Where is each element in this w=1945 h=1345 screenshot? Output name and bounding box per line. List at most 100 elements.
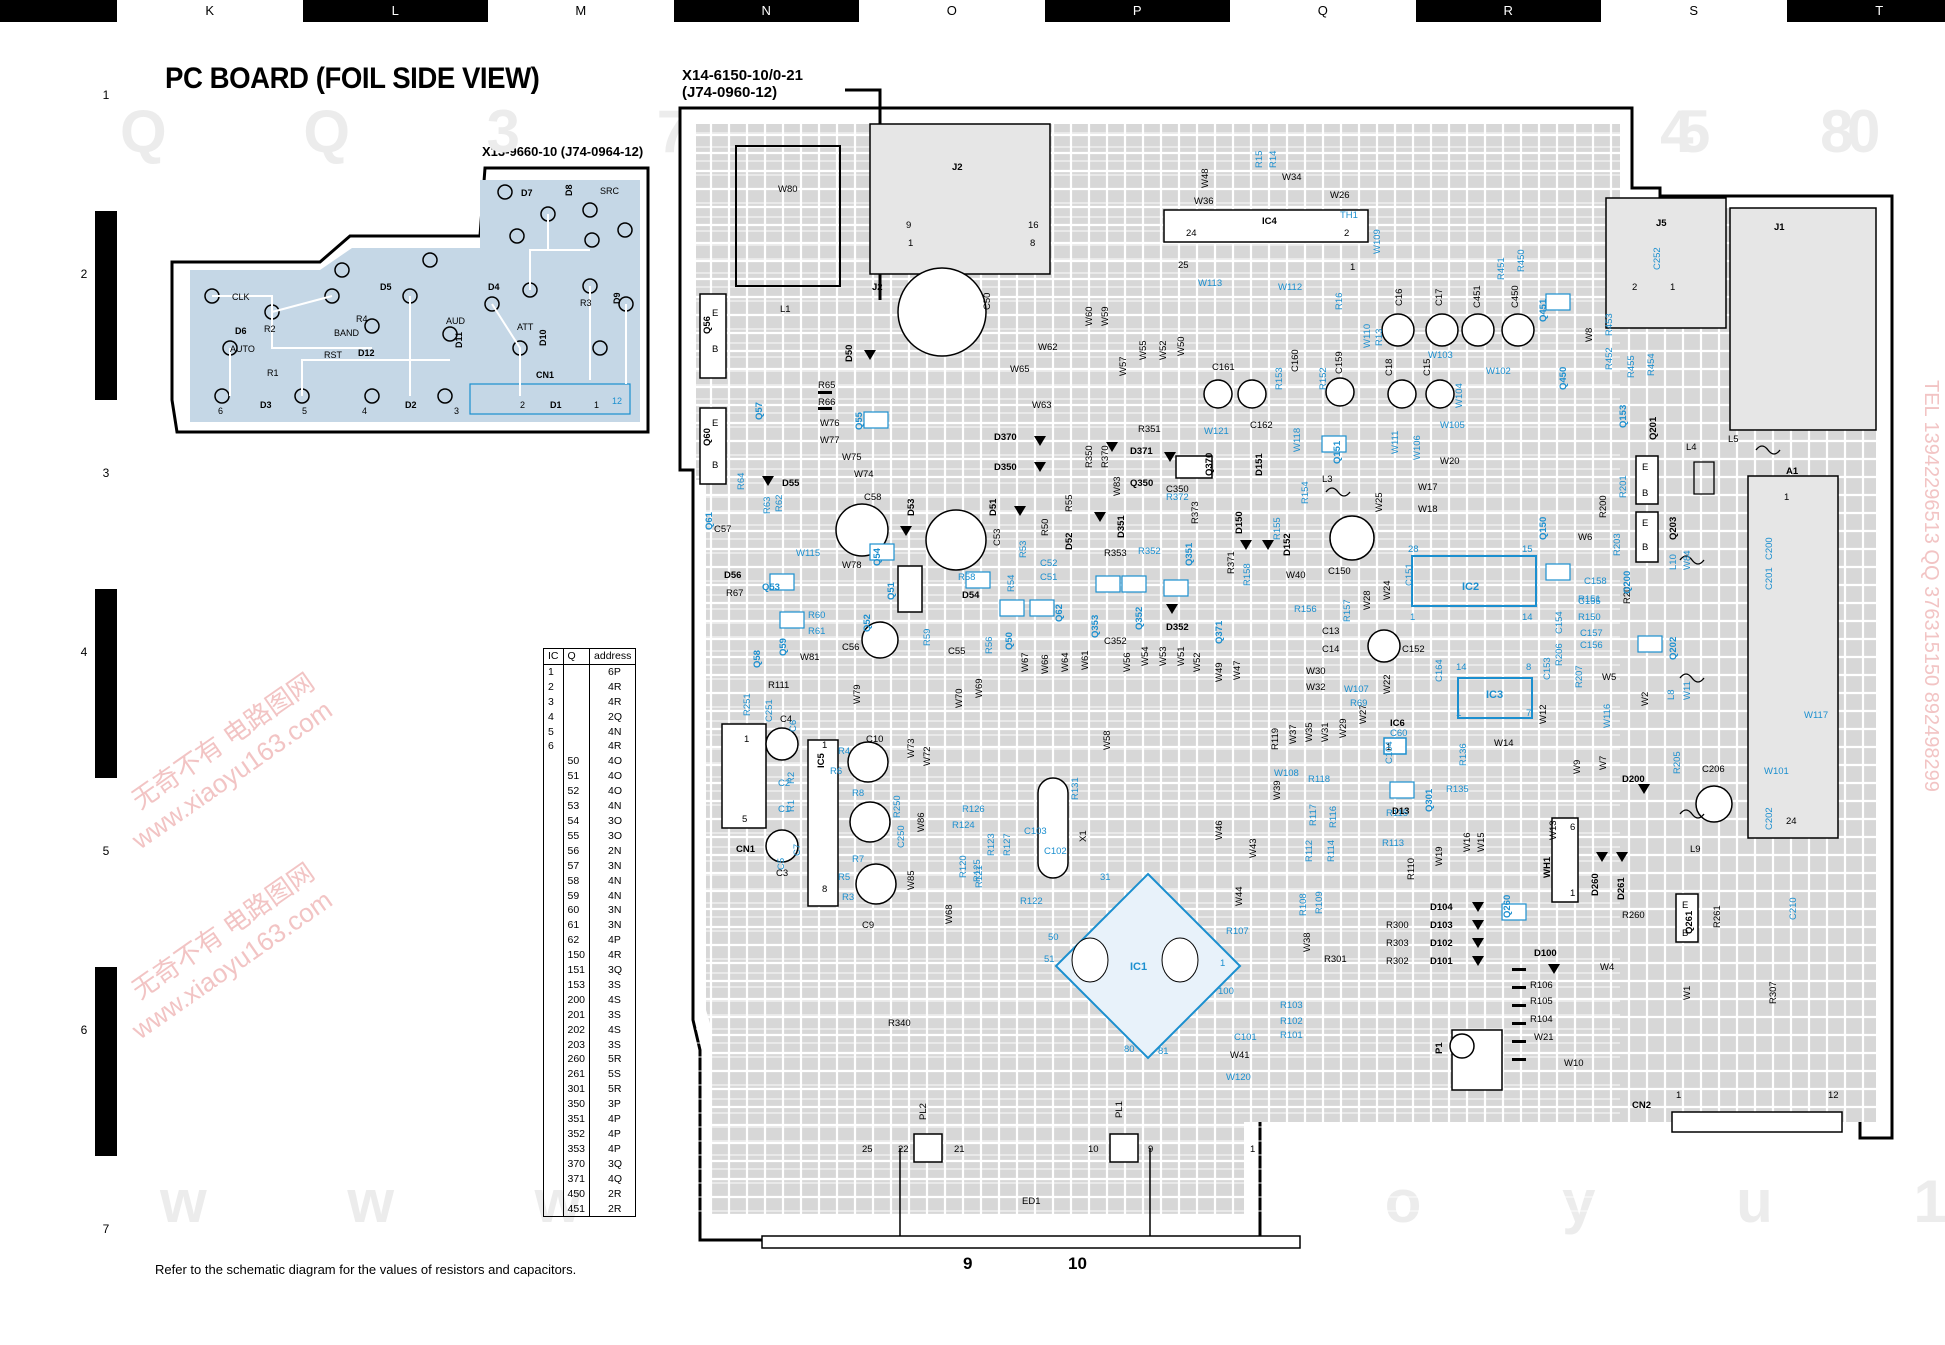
svg-text:D4: D4 bbox=[488, 282, 500, 292]
svg-text:R3: R3 bbox=[842, 892, 854, 903]
svg-text:R353: R353 bbox=[1104, 548, 1127, 559]
svg-text:R127: R127 bbox=[1002, 833, 1013, 856]
svg-text:R122: R122 bbox=[1020, 896, 1043, 907]
svg-text:W38: W38 bbox=[1302, 932, 1313, 952]
footnote: Refer to the schematic diagram for the v… bbox=[155, 1262, 576, 1277]
svg-text:Q352: Q352 bbox=[1134, 607, 1145, 630]
svg-text:Q203: Q203 bbox=[1668, 517, 1679, 540]
table-cell: 2R bbox=[590, 1202, 636, 1217]
svg-text:1: 1 bbox=[1676, 1090, 1681, 1101]
svg-text:4: 4 bbox=[362, 406, 367, 416]
svg-text:R123: R123 bbox=[986, 833, 997, 856]
j1-connector bbox=[1730, 208, 1876, 430]
table-cell: 5R bbox=[590, 1082, 636, 1097]
svg-text:W8: W8 bbox=[1584, 328, 1595, 342]
svg-text:D54: D54 bbox=[962, 590, 980, 601]
svg-text:R15: R15 bbox=[1254, 151, 1265, 168]
svg-text:R5: R5 bbox=[838, 872, 850, 883]
svg-text:R1: R1 bbox=[786, 800, 797, 812]
svg-text:W61: W61 bbox=[1080, 650, 1091, 670]
svg-text:C157: C157 bbox=[1580, 628, 1603, 639]
svg-text:W79: W79 bbox=[852, 684, 863, 704]
svg-text:D3: D3 bbox=[260, 400, 272, 410]
svg-text:C60: C60 bbox=[1390, 728, 1407, 739]
svg-text:C160: C160 bbox=[1290, 349, 1301, 372]
svg-text:D8: D8 bbox=[564, 184, 574, 196]
svg-text:IC1: IC1 bbox=[1130, 961, 1147, 973]
svg-text:W17: W17 bbox=[1418, 482, 1438, 493]
svg-text:5: 5 bbox=[302, 406, 307, 416]
table-cell: 5S bbox=[590, 1067, 636, 1082]
svg-text:BAND: BAND bbox=[334, 328, 360, 338]
table-cell: 2N bbox=[590, 844, 636, 859]
svg-text:R115: R115 bbox=[1386, 808, 1408, 819]
svg-text:W57: W57 bbox=[1118, 356, 1129, 376]
svg-text:W20: W20 bbox=[1440, 456, 1460, 467]
svg-text:C7: C7 bbox=[792, 844, 803, 856]
svg-text:R453: R453 bbox=[1604, 313, 1615, 336]
svg-text:W28: W28 bbox=[1362, 590, 1373, 610]
svg-text:Q301: Q301 bbox=[1424, 788, 1435, 812]
svg-text:W66: W66 bbox=[1040, 654, 1051, 674]
svg-text:Q351: Q351 bbox=[1184, 542, 1195, 566]
svg-text:W1: W1 bbox=[1682, 986, 1693, 1000]
svg-text:R152: R152 bbox=[1318, 367, 1329, 390]
pl2-pad bbox=[914, 1134, 942, 1162]
table-cell: 4O bbox=[590, 784, 636, 799]
svg-text:R112: R112 bbox=[1304, 840, 1315, 862]
table-cell bbox=[544, 1052, 564, 1067]
table-cell: 203 bbox=[563, 1038, 590, 1053]
svg-text:C451: C451 bbox=[1472, 285, 1483, 308]
svg-text:C150: C150 bbox=[1328, 566, 1351, 577]
svg-text:R114: R114 bbox=[1326, 840, 1337, 862]
table-cell: 3P bbox=[590, 1097, 636, 1112]
svg-text:R205: R205 bbox=[1672, 751, 1683, 774]
svg-text:W48: W48 bbox=[1200, 168, 1211, 188]
svg-text:W49: W49 bbox=[1214, 662, 1225, 682]
svg-text:IC5: IC5 bbox=[816, 753, 827, 769]
svg-text:R451: R451 bbox=[1496, 257, 1507, 280]
svg-text:Q200: Q200 bbox=[1622, 571, 1633, 594]
svg-text:81: 81 bbox=[1158, 1046, 1169, 1057]
svg-text:1: 1 bbox=[594, 400, 599, 410]
svg-text:C58: C58 bbox=[864, 492, 881, 503]
svg-text:R119: R119 bbox=[1270, 728, 1281, 750]
table-cell: 1 bbox=[544, 664, 564, 679]
svg-text:R250: R250 bbox=[892, 795, 903, 818]
svg-text:C352: C352 bbox=[1104, 636, 1127, 647]
table-cell: 61 bbox=[563, 918, 590, 933]
svg-text:CN2: CN2 bbox=[1632, 1100, 1651, 1111]
svg-text:TH1: TH1 bbox=[1340, 210, 1358, 221]
table-cell: 2R bbox=[590, 1187, 636, 1202]
svg-text:Q450: Q450 bbox=[1558, 367, 1569, 390]
svg-text:2: 2 bbox=[520, 400, 525, 410]
svg-text:W21: W21 bbox=[1534, 1032, 1554, 1043]
svg-text:R3: R3 bbox=[580, 298, 592, 308]
svg-text:W13: W13 bbox=[1548, 820, 1559, 840]
svg-text:W72: W72 bbox=[922, 746, 933, 766]
svg-text:Q59: Q59 bbox=[778, 638, 789, 656]
svg-text:C13: C13 bbox=[1322, 626, 1339, 637]
svg-text:J5: J5 bbox=[1656, 218, 1667, 229]
svg-text:D53: D53 bbox=[906, 499, 917, 516]
svg-text:W22: W22 bbox=[1382, 674, 1393, 694]
svg-text:R60: R60 bbox=[808, 610, 825, 621]
table-cell: 370 bbox=[563, 1157, 590, 1172]
svg-text:E: E bbox=[1642, 518, 1648, 529]
svg-text:W4: W4 bbox=[1600, 962, 1614, 973]
svg-text:R303: R303 bbox=[1386, 938, 1409, 949]
svg-text:J1: J1 bbox=[1774, 222, 1785, 233]
svg-text:CN1: CN1 bbox=[736, 844, 756, 855]
svg-text:R54: R54 bbox=[1006, 575, 1017, 592]
svg-text:W70: W70 bbox=[954, 688, 965, 708]
svg-text:Q62: Q62 bbox=[1054, 604, 1065, 622]
svg-text:R370: R370 bbox=[1100, 445, 1111, 468]
table-cell: 5R bbox=[590, 1052, 636, 1067]
